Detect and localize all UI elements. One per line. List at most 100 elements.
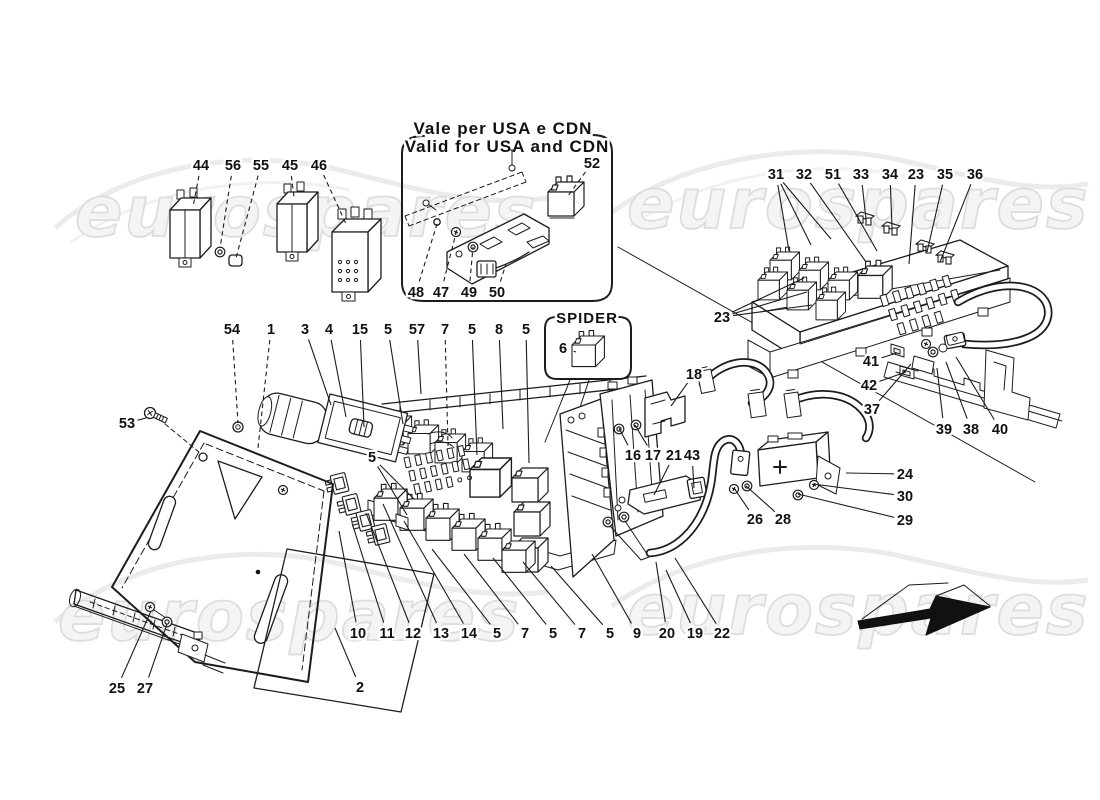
clip-41 <box>890 343 905 358</box>
leader-line <box>550 565 604 626</box>
leader-line <box>936 367 944 419</box>
part-callout-42: 42 <box>861 378 877 394</box>
leader-line <box>591 553 633 624</box>
leader-line <box>618 427 629 446</box>
part-callout-18: 18 <box>686 367 702 383</box>
plate-dot <box>255 569 261 575</box>
part-callout-50: 50 <box>489 285 505 301</box>
bolt-53-axis <box>164 423 200 453</box>
leader-line <box>878 363 912 402</box>
plug-43 <box>686 476 708 500</box>
part-callout-47: 47 <box>433 285 449 301</box>
watermark-text: eurospares <box>75 171 538 253</box>
part-callout-41: 41 <box>863 354 879 370</box>
cable-end-lug <box>730 449 751 477</box>
leader-line <box>365 512 410 623</box>
connector-50 <box>476 235 550 278</box>
bolt-53 <box>143 406 168 424</box>
leader-line <box>403 520 464 624</box>
leader-line <box>492 557 547 625</box>
leader-line <box>323 174 348 227</box>
terminal-37-38-39-40 <box>911 331 965 375</box>
leader-line <box>670 382 689 407</box>
usa-box-title-english: Valid for USA and CDN <box>405 137 610 156</box>
leader-line <box>567 171 586 197</box>
direction-arrow <box>857 582 991 636</box>
leader-line <box>471 339 478 456</box>
part-callout-46: 46 <box>311 158 327 174</box>
part-callout-9: 9 <box>633 626 641 642</box>
rail-foot-bracket <box>177 633 209 663</box>
part-callout-5: 5 <box>549 626 557 642</box>
fuse-field <box>879 274 961 336</box>
leader-line <box>732 291 808 315</box>
part-callout-40: 40 <box>992 422 1008 438</box>
washer-17 <box>630 419 642 431</box>
leader-line <box>308 339 332 406</box>
leader-line <box>137 417 147 421</box>
panel-sheet-2 <box>253 548 435 713</box>
leader-line <box>148 623 168 678</box>
hose-right-inner <box>787 391 872 441</box>
cables <box>645 358 874 558</box>
leader-line <box>955 356 995 420</box>
part-callout-5: 5 <box>493 626 501 642</box>
usa-box-bracket <box>404 149 527 227</box>
relay-46 <box>331 206 382 302</box>
bracket-plate-1 <box>111 421 334 683</box>
part-callout-52: 52 <box>584 156 600 172</box>
leader-line <box>338 530 357 623</box>
leader-line <box>351 522 385 623</box>
part-callout-5: 5 <box>384 322 392 338</box>
relay-group-top-left <box>169 181 382 302</box>
leader-line <box>290 175 295 198</box>
leader-line <box>522 561 576 625</box>
part-callout-7: 7 <box>578 626 586 642</box>
part-callout-1: 1 <box>267 322 275 338</box>
mounting-plate-group <box>68 406 435 713</box>
part-callout-48: 48 <box>408 285 424 301</box>
screw-47 <box>450 226 462 238</box>
leader-line <box>232 339 239 424</box>
bracket-18 <box>644 391 686 438</box>
bracket-21 <box>614 475 703 515</box>
part-callout-5: 5 <box>368 450 376 466</box>
screw-19-target <box>602 516 614 528</box>
relay-top-row <box>408 420 439 454</box>
leader-line <box>330 339 347 418</box>
part-callout-49: 49 <box>461 285 477 301</box>
leader-line <box>674 557 717 624</box>
leader-line <box>861 184 867 220</box>
swoosh-top-left-echo <box>69 181 351 245</box>
swoosh-top-right <box>610 149 1089 215</box>
leader-line <box>192 175 200 208</box>
plate-screw <box>277 484 289 496</box>
part-callout-2: 2 <box>356 680 364 696</box>
leader-line <box>777 184 790 252</box>
relay-23 <box>758 267 788 300</box>
leader-line <box>665 569 691 624</box>
leader-line <box>443 232 457 282</box>
leader-line <box>879 371 907 382</box>
part-callout-20: 20 <box>659 626 675 642</box>
leader-line <box>926 184 944 253</box>
part-callout-30: 30 <box>897 489 913 505</box>
hose-clamp <box>696 366 716 395</box>
part-callout-17: 17 <box>645 448 661 464</box>
leader-line <box>499 263 507 282</box>
hose-upper-inner <box>700 359 773 406</box>
leader-line <box>733 487 750 511</box>
part-callout-14: 14 <box>461 626 477 642</box>
part-callout-8: 8 <box>495 322 503 338</box>
cable-top-right-inner <box>955 283 1051 348</box>
part-callout-7: 7 <box>521 626 529 642</box>
part-callout-4: 4 <box>325 322 333 338</box>
hose-clamp <box>747 388 767 419</box>
leader-line <box>444 339 449 447</box>
leader-line <box>655 561 666 623</box>
bolt-25 <box>144 601 156 613</box>
watermark-text: eurospares <box>627 569 1090 651</box>
part-callout-23: 23 <box>714 310 730 326</box>
hose-right <box>785 390 874 443</box>
